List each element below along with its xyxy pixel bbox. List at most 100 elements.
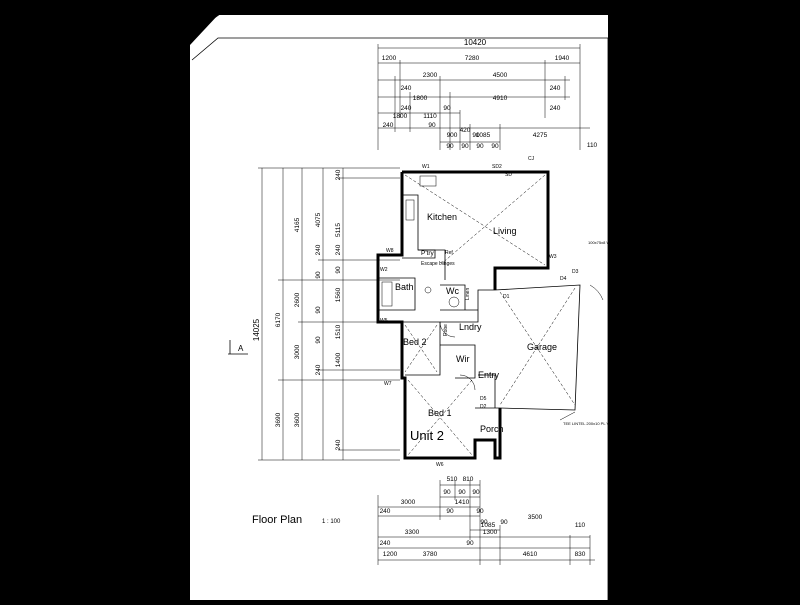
svg-text:1085: 1085 [481, 522, 496, 529]
label-escape-hinges: Escape Hinges [421, 261, 455, 267]
svg-text:3000: 3000 [294, 344, 301, 359]
svg-text:D1: D1 [503, 294, 510, 300]
opening-tags: W1 SD2 W8 W2 W3 D4 W7 W6 W5 D5 CJ SD D1 … [380, 156, 579, 468]
dim-overall-width: 10420 [464, 38, 487, 47]
svg-text:90: 90 [472, 132, 480, 139]
svg-text:110: 110 [587, 142, 598, 149]
svg-text:W6: W6 [436, 462, 444, 468]
drawing-scale: 1 : 100 [322, 519, 341, 525]
svg-text:90: 90 [461, 143, 469, 150]
svg-text:W1: W1 [422, 164, 430, 170]
svg-text:240: 240 [401, 85, 412, 92]
room-wir: Wir [456, 354, 470, 364]
svg-text:3300: 3300 [405, 529, 420, 536]
svg-text:1510: 1510 [335, 324, 342, 339]
svg-text:110: 110 [575, 522, 586, 529]
svg-text:90: 90 [476, 143, 484, 150]
svg-text:240: 240 [380, 508, 391, 515]
dim-overall-depth: 14025 [252, 318, 261, 341]
svg-text:SD: SD [505, 172, 512, 178]
svg-text:90: 90 [476, 508, 484, 515]
svg-text:CJ: CJ [528, 156, 535, 162]
unit-label: Unit 2 [410, 428, 444, 443]
svg-text:90: 90 [491, 143, 499, 150]
svg-text:240: 240 [315, 244, 322, 255]
room-diagonals [404, 174, 576, 456]
svg-text:1560: 1560 [335, 287, 342, 302]
svg-text:2300: 2300 [423, 72, 438, 79]
svg-text:90: 90 [472, 489, 480, 496]
svg-text:3500: 3500 [528, 514, 543, 521]
svg-text:4910: 4910 [493, 95, 508, 102]
fixtures [381, 175, 604, 391]
label-ref: Ref [445, 250, 453, 256]
svg-text:240: 240 [335, 439, 342, 450]
label-linen: Linen [465, 288, 471, 300]
svg-text:4610: 4610 [523, 551, 538, 558]
svg-text:240: 240 [401, 105, 412, 112]
svg-text:D5: D5 [480, 396, 487, 402]
svg-text:240: 240 [383, 122, 394, 129]
svg-text:90: 90 [480, 519, 488, 526]
svg-text:240: 240 [335, 244, 342, 255]
svg-text:1800: 1800 [393, 113, 408, 120]
section-marker: A [228, 340, 248, 355]
svg-text:W8: W8 [386, 248, 394, 254]
svg-text:90: 90 [466, 540, 474, 547]
svg-text:4165: 4165 [294, 217, 301, 232]
svg-text:830: 830 [575, 551, 586, 558]
room-living: Living [493, 226, 517, 236]
svg-text:1300: 1300 [483, 529, 498, 536]
room-lndry: Lndry [459, 322, 482, 332]
svg-text:3600: 3600 [294, 412, 301, 427]
svg-text:90: 90 [446, 508, 454, 515]
svg-text:A: A [238, 344, 244, 353]
svg-text:W5: W5 [380, 318, 388, 324]
label-robe: Robe [443, 324, 449, 336]
svg-text:W7: W7 [384, 381, 392, 387]
svg-text:90: 90 [443, 105, 451, 112]
svg-text:240: 240 [380, 540, 391, 547]
svg-text:D3: D3 [572, 269, 579, 275]
svg-text:1400: 1400 [335, 352, 342, 367]
building-outline [376, 170, 581, 460]
svg-text:90: 90 [500, 519, 508, 526]
note-lintel-bottom: TEE LINTEL 200x10 PL VERTICAL & 200x8 PL… [563, 421, 722, 426]
svg-text:90: 90 [315, 271, 322, 279]
svg-text:1940: 1940 [555, 55, 570, 62]
room-porch: Porch [480, 424, 504, 434]
svg-text:W2: W2 [380, 267, 388, 273]
svg-text:240: 240 [315, 364, 322, 375]
svg-text:1085: 1085 [476, 132, 491, 139]
svg-text:90: 90 [446, 143, 454, 150]
room-bath: Bath [395, 282, 414, 292]
svg-text:4275: 4275 [533, 132, 548, 139]
svg-text:90: 90 [315, 336, 322, 344]
svg-text:3690: 3690 [275, 412, 282, 427]
svg-text:1200: 1200 [383, 551, 398, 558]
svg-text:1110: 1110 [423, 113, 437, 120]
room-pantry: P'try [421, 250, 435, 257]
left-dimensions: 14025 6170 3690 4165 2600 3000 3600 4075… [252, 167, 400, 461]
svg-text:420: 420 [460, 127, 471, 134]
svg-text:90: 90 [428, 122, 436, 129]
paper [190, 15, 608, 600]
svg-text:90: 90 [458, 489, 466, 496]
top-dimensions: 10420 1200 7280 1940 240 2300 4500 240 2… [377, 38, 598, 150]
svg-text:3000: 3000 [401, 499, 416, 506]
engineering-notes: 100x75x8 WHN LINTELS HOOP IRON STRAPS 12… [559, 240, 722, 426]
room-entry: Entry [478, 370, 500, 380]
drawing-title: Floor Plan [252, 514, 302, 526]
svg-text:D2: D2 [480, 404, 487, 410]
note-lintel-top: 100x75x8 WHN LINTELS HOOP IRON STRAPS 12… [588, 240, 706, 245]
svg-text:SD2: SD2 [492, 164, 502, 170]
svg-text:W3: W3 [549, 254, 557, 260]
room-labels: Kitchen Living P'try Ref Escape Hinges B… [395, 212, 557, 443]
room-wc: Wc [446, 286, 459, 296]
svg-text:7280: 7280 [465, 55, 480, 62]
sheet-border [191, 37, 609, 600]
room-kitchen: Kitchen [427, 212, 457, 222]
svg-text:2600: 2600 [294, 292, 301, 307]
room-bed2: Bed 2 [403, 337, 427, 347]
